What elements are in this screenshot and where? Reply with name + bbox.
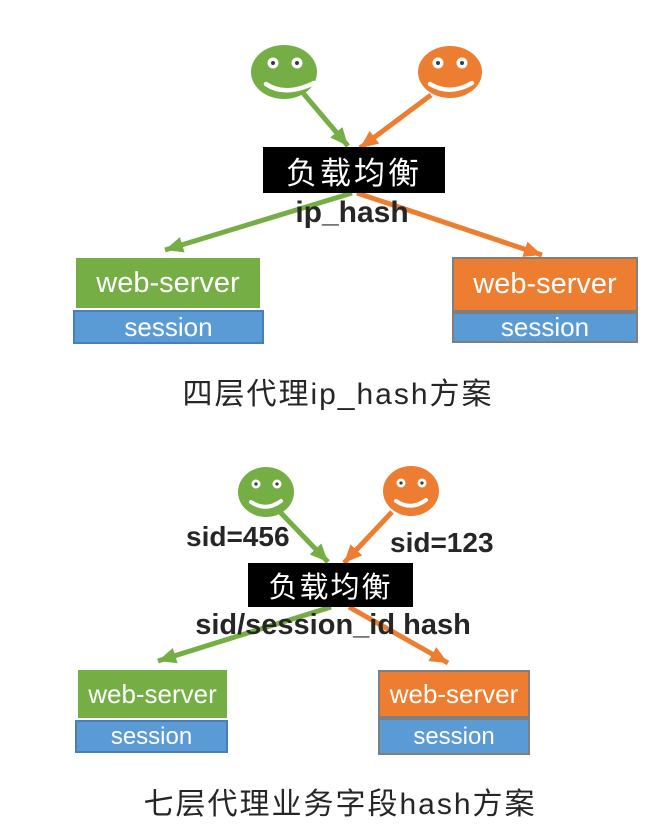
load-balancer-box-2: 负载均衡 xyxy=(248,563,413,607)
hash-method-label-2: sid/session_id hash xyxy=(195,609,471,641)
hash-method-label-1: ip_hash xyxy=(295,196,409,229)
session-box-left-2: session xyxy=(75,720,228,753)
session-box-right-1: session xyxy=(452,312,638,343)
web-server-box-right-2: web-server xyxy=(378,670,530,718)
diagram1-caption: 四层代理ip_hash方案 xyxy=(182,378,494,411)
client-smiley-orange-icon-2 xyxy=(383,466,439,516)
arrow-client-orange-to-lb-1 xyxy=(358,92,433,151)
web-server-box-right-1: web-server xyxy=(452,257,638,312)
session-box-right-2: session xyxy=(378,718,530,755)
client-request-label-left: sid=456 xyxy=(186,521,290,552)
client-smiley-green-icon-1 xyxy=(251,45,317,99)
client-request-label-right: sid=123 xyxy=(390,527,494,558)
client-smiley-orange-icon-1 xyxy=(418,46,482,98)
diagram2-caption: 七层代理业务字段hash方案 xyxy=(143,788,537,821)
arrow-client-orange-to-lb-2 xyxy=(342,510,394,565)
web-server-box-left-2: web-server xyxy=(78,670,227,718)
web-server-box-left-1: web-server xyxy=(76,258,260,308)
arrow-client-green-to-lb-1 xyxy=(301,91,350,148)
client-smiley-green-icon-2 xyxy=(238,467,294,517)
session-box-left-1: session xyxy=(73,310,264,344)
load-balancer-box-1: 负载均衡 xyxy=(263,147,445,193)
